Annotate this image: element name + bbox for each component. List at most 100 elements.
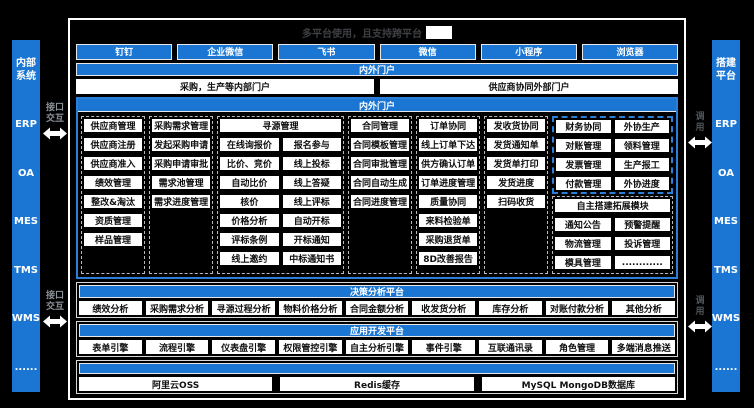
module-box: ............ [614,256,670,269]
channel-browser: 浏览器 [581,43,679,60]
platform-system-oa: OA [718,167,734,179]
contract-header: 合同管理 [350,119,410,132]
analysis-box: 采购需求分析 [145,301,209,315]
app-dev-row: 表单引擎 流程引擎 仪表盘引擎 权限管控引擎 自主分析引擎 事件引擎 互联通讯录… [79,340,676,354]
invoke-label: 调用 [695,112,705,133]
outsourcing-header: 外协生产 [614,120,669,133]
module-box: 发货进度 [487,176,546,189]
infrastructure-bar [79,363,675,374]
double-arrow-icon [688,320,712,333]
left-connector-top: 接口交互 [43,103,67,140]
module-box: 线上订单下达 [419,138,478,151]
right-connector-bottom: 调用 [688,296,712,333]
module-box: 通知公告 [555,218,611,231]
module-box: 模具管理 [555,256,611,269]
module-box: 报名参与 [282,138,341,151]
page-title: 多平台使用，且支持跨平台 [302,28,422,40]
module-box: 发货单打印 [487,157,546,170]
interface-interaction-label: 接口交互 [45,291,64,312]
engine-box: 权限管控引擎 [279,340,342,354]
double-arrow-icon [43,315,67,328]
decision-analysis-header: 决策分析平台 [79,285,675,298]
infra-oss-box: 阿里云OSS [79,377,273,391]
external-portal-box: 供应商协同外部门户 [380,79,678,94]
engine-box: 互联通讯录 [479,340,542,354]
channel-feishu: 飞书 [278,43,375,60]
extension-block: 自主搭建拓展模块 通知公告预警提醒 物流管理投诉管理 模具管理.........… [552,196,673,274]
module-box: 物流管理 [555,237,611,250]
module-box: 自动比价 [220,176,279,189]
module-box: 评标条例 [220,233,279,246]
infra-redis-box: Redis缓存 [280,377,474,391]
module-box: 扫码收货 [487,195,546,208]
finance-header: 财务协同 [556,120,611,133]
double-arrow-icon [43,127,67,140]
infrastructure-row: 阿里云OSS Redis缓存 MySQL MongoDB数据库 [79,377,675,391]
module-box: 供方确认订单 [419,157,478,170]
engine-box: 事件引擎 [412,340,476,354]
analysis-box: 寻源过程分析 [212,301,276,315]
module-box: 8D改善报告 [419,252,478,265]
infrastructure-section: 阿里云OSS Redis缓存 MySQL MongoDB数据库 [76,360,678,394]
module-box: 订单进度管理 [419,176,478,189]
sourcing-header: 寻源管理 [220,119,341,132]
infra-database-box: MySQL MongoDB数据库 [481,377,675,391]
module-box: 供应商注册 [84,138,143,151]
module-box: 自动开标 [282,214,341,227]
module-box: 线上答疑 [282,176,341,189]
invoke-label: 调用 [695,296,705,317]
double-arrow-icon [688,136,712,149]
module-box: 合同模板管理 [350,138,410,151]
module-box: 线上邀约 [220,252,279,265]
interface-interaction-label: 接口交互 [45,103,64,124]
module-box: 核价 [220,195,279,208]
order-header: 订单协同 [419,119,478,132]
module-box: 合同自动生成 [350,176,410,189]
module-box: 合同审批管理 [350,157,410,170]
platform-frame: 多平台使用，且支持跨平台 钉钉 企业微信 飞书 微信 小程序 浏览器 内外门户 … [68,18,686,400]
module-box: 领料管理 [614,139,669,152]
engine-box: 自主分析引擎 [345,340,409,354]
build-platform-label: 搭建平台 [716,58,736,82]
module-box: 合同进度管理 [350,195,410,208]
module-box: 在线询报价 [220,138,279,151]
engine-box: 流程引擎 [145,340,209,354]
module-box: 比价、竞价 [220,157,279,170]
analysis-box: 对账付款分析 [545,301,609,315]
right-connector-top: 调用 [688,112,712,149]
platform-system-tms: TMS [714,264,738,276]
left-connector-bottom: 接口交互 [43,291,67,328]
finance-extension-group: 财务协同外协生产 对账管理领料管理 发票管理生产报工 付款管理外协进度 自主搭建… [552,116,673,274]
module-box: 发票管理 [556,158,611,171]
engine-box: 表单引擎 [79,340,142,354]
module-box: 中标通知书 [282,252,341,265]
module-box: 生产报工 [614,158,669,171]
module-box: 需求池管理 [152,176,211,189]
module-box: 对账管理 [556,139,611,152]
analysis-box: 库存分析 [479,301,542,315]
channel-wecom: 企业微信 [177,43,274,60]
module-box: 付款管理 [556,177,611,190]
portal-header: 内外门户 [76,63,678,76]
platform-system-erp: ERP [715,119,737,130]
module-box: 采购退货单 [419,233,478,246]
analysis-box: 物料价格分析 [279,301,342,315]
module-box: 发起采购申请 [152,138,211,151]
analysis-box: 其他分析 [612,301,676,315]
module-box: 发货通知单 [487,138,546,151]
build-platform-bar: 搭建平台 ERP OA MES TMS WMS ...... [712,40,740,392]
app-dev-section: 应用开发平台 表单引擎 流程引擎 仪表盘引擎 权限管控引擎 自主分析引擎 事件引… [76,321,678,357]
module-box: 采购申请审批 [152,157,211,170]
module-box: 需求进度管理 [152,195,211,208]
module-box: 质量协同 [419,195,478,208]
module-box: 线上投标 [282,157,341,170]
module-box: 线上评标 [282,195,341,208]
analysis-box: 收发货分析 [412,301,476,315]
internal-systems-label: 内部系统 [16,58,36,82]
app-dev-header: 应用开发平台 [79,324,675,337]
demand-column: 采购需求管理 发起采购申请 采购申请审批 需求池管理 需求进度管理 [149,116,214,274]
platform-system-more: ...... [714,361,738,373]
module-box: 开标通知 [282,233,341,246]
sourcing-column: 寻源管理 在线询报价报名参与 比价、竞价线上投标 自动比价线上答疑 核价线上评标… [217,116,344,274]
decision-analysis-section: 决策分析平台 绩效分析 采购需求分析 寻源过程分析 物料价格分析 合同金额分析 … [76,282,678,318]
